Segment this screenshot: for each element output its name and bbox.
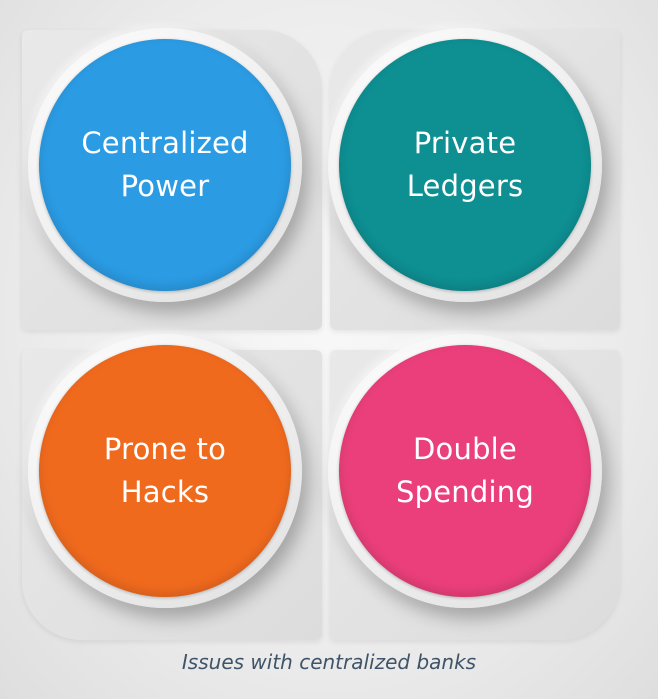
circle-ring-prone-to-hacks: Prone to Hacks: [28, 334, 302, 608]
circle-label-line1: Private: [413, 126, 517, 160]
circle-ring-private-ledgers: Private Ledgers: [328, 28, 602, 302]
circle-label-line1: Double: [413, 432, 517, 466]
circle-label-line2: Spending: [396, 475, 534, 509]
circle-label-line1: Centralized: [81, 126, 249, 160]
circle-label-line2: Hacks: [120, 475, 210, 509]
circle-label-line2: Power: [120, 169, 210, 203]
circle-ring-centralized-power: Centralized Power: [28, 28, 302, 302]
circle-centralized-power: Centralized Power: [39, 39, 291, 291]
circle-private-ledgers: Private Ledgers: [339, 39, 591, 291]
circle-label-line1: Prone to: [103, 432, 227, 466]
circle-label-line2: Ledgers: [406, 169, 524, 203]
circle-ring-double-spending: Double Spending: [328, 334, 602, 608]
circle-prone-to-hacks: Prone to Hacks: [39, 345, 291, 597]
diagram-caption: Issues with centralized banks: [181, 650, 477, 674]
circle-double-spending: Double Spending: [339, 345, 591, 597]
